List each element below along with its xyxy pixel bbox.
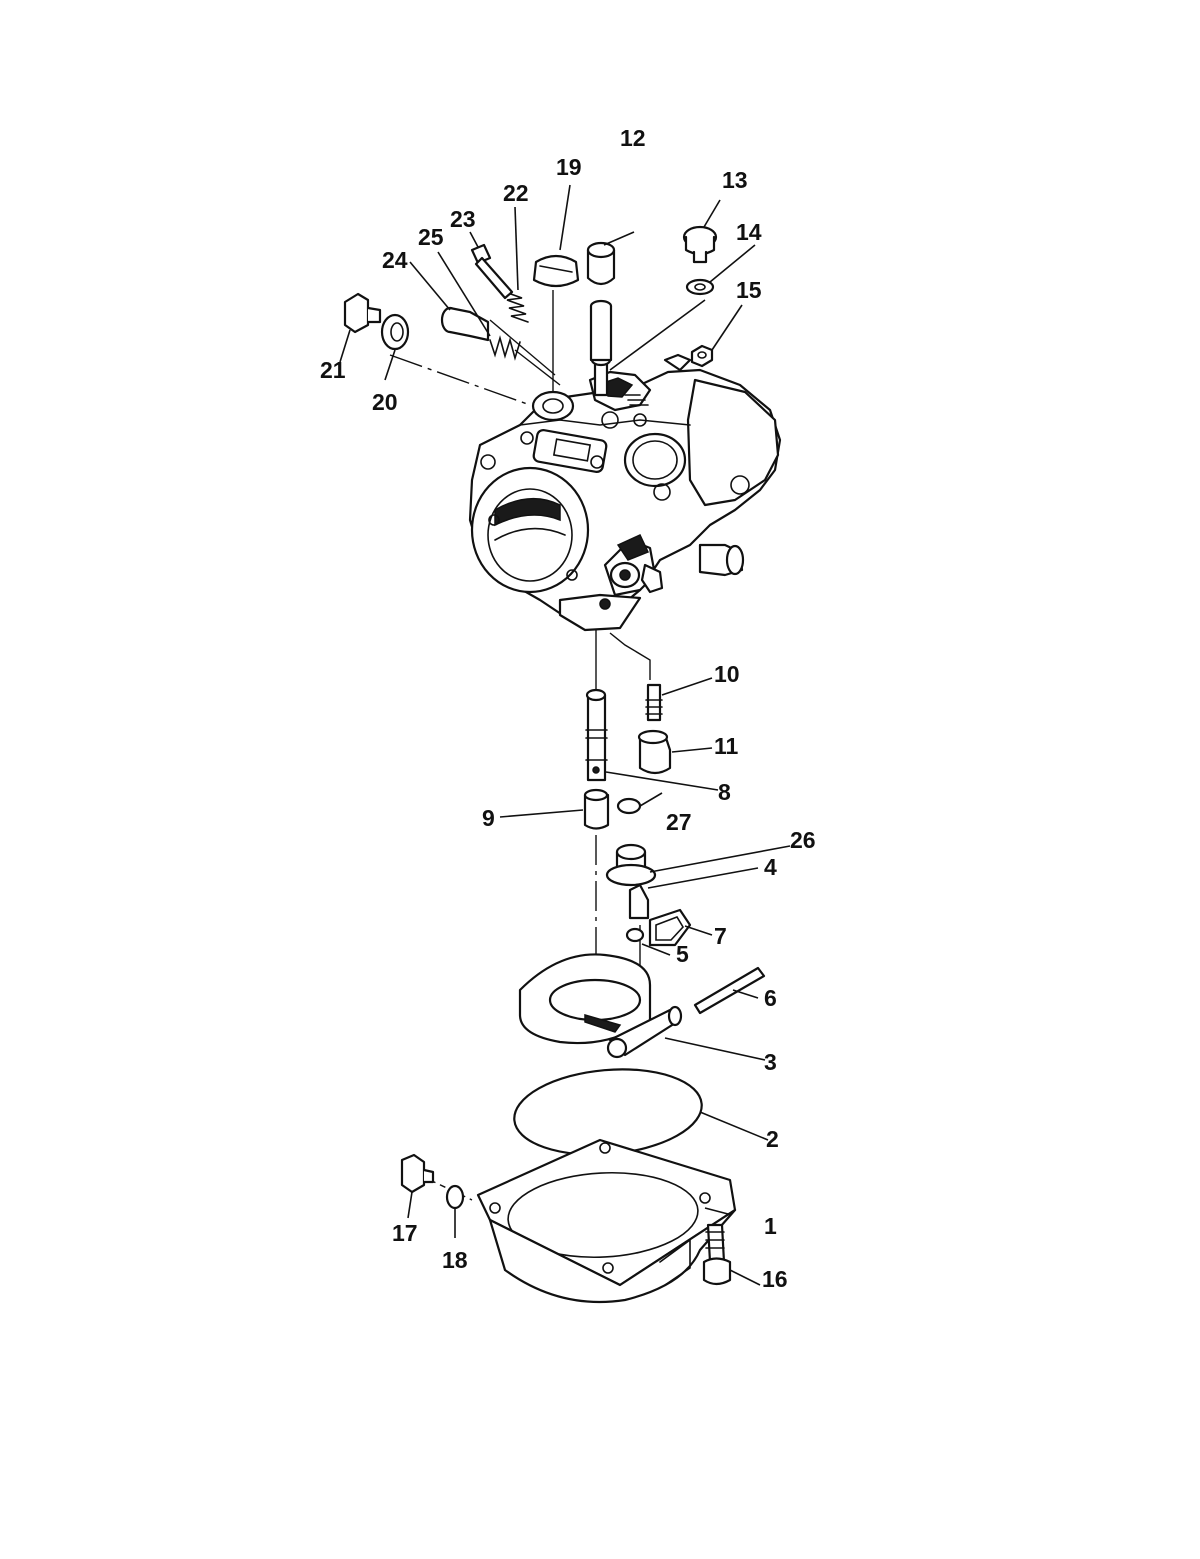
part-15-nut [690,344,714,368]
callout-2: 2 [766,1126,779,1152]
carburetor-body [468,299,782,632]
part-23-screw [470,243,514,300]
part-1-float-bowl [476,1138,737,1304]
part-18-washer [445,1184,465,1210]
callout-19: 19 [556,154,582,180]
part-24-screw [440,306,490,342]
callout-13: 13 [722,167,748,193]
callout-12: 12 [620,125,646,151]
callout-17: 17 [392,1220,418,1246]
callout-9: 9 [482,805,495,831]
part-20-washer [380,313,410,351]
part-8-nozzle [585,688,608,782]
callout-23: 23 [450,206,476,232]
part-4-needle [628,883,650,920]
part-21-plug [343,292,382,334]
float [518,953,652,1045]
part-5-clip [625,927,645,943]
callout-27: 27 [666,809,692,835]
callout-14: 14 [736,219,762,245]
part-27-o-ring [616,797,642,815]
callout-4: 4 [764,854,777,880]
part-25-spring [489,335,521,361]
callout-10: 10 [714,661,740,687]
callout-labels: 1 2 3 4 5 6 7 8 9 10 11 12 13 14 15 16 1… [320,125,816,1292]
callout-8: 8 [718,779,731,805]
part-22-spring [506,292,529,323]
part-10-jet [645,683,663,722]
part-26-seat [605,843,657,887]
part-17-plug [400,1153,435,1194]
callout-3: 3 [764,1049,777,1075]
callout-11: 11 [714,733,739,759]
callout-26: 26 [790,827,816,853]
part-9-fitting [583,788,610,830]
callout-5: 5 [676,941,689,967]
leader-lines [339,184,791,1286]
callout-1: 1 [764,1213,777,1239]
callout-15: 15 [736,277,762,303]
part-19-plug [532,254,580,288]
callout-21: 21 [320,357,346,383]
part-13-screw [682,225,718,264]
part-6-pin [693,966,766,1015]
part-3-hinge [606,1005,683,1059]
part-7-gasket [648,908,692,947]
callout-25: 25 [418,224,444,250]
callout-22: 22 [503,180,529,206]
part-14-washer [685,278,715,296]
part-11-plug [637,729,672,775]
callout-24: 24 [382,247,408,273]
callout-20: 20 [372,389,398,415]
part-16-screw [702,1223,732,1286]
part-12-cap [586,241,616,286]
callout-16: 16 [762,1266,788,1292]
callout-6: 6 [764,985,777,1011]
callout-7: 7 [714,923,727,949]
callout-18: 18 [442,1247,468,1273]
